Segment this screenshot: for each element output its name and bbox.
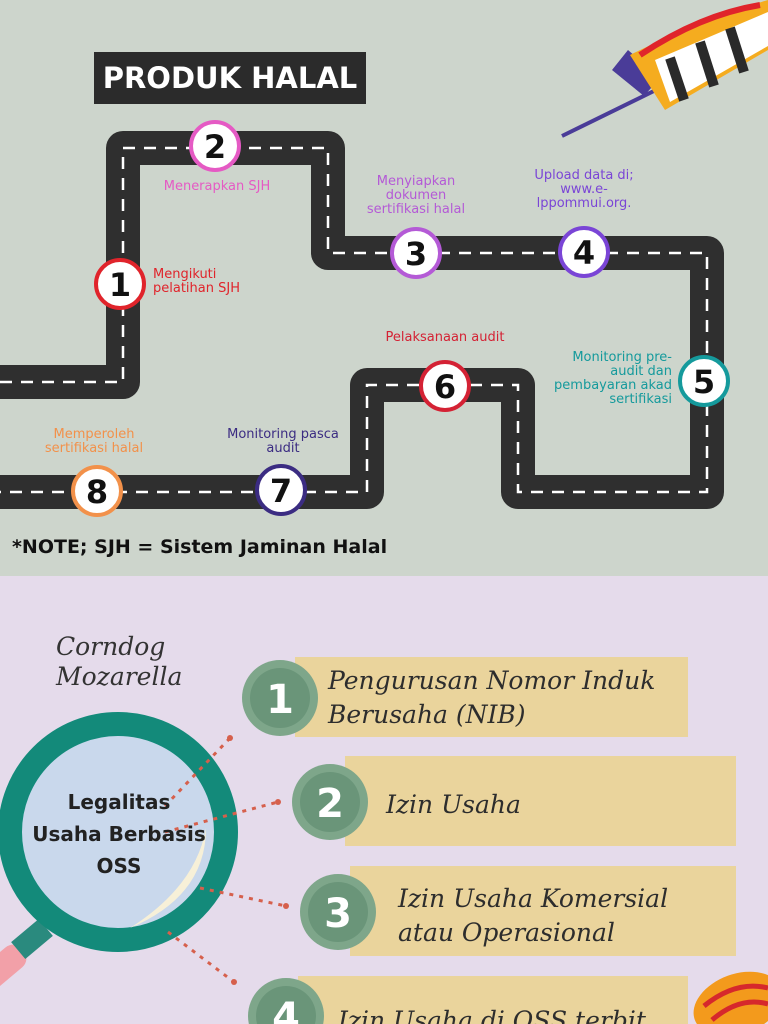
- svg-text:2: 2: [316, 781, 344, 827]
- legal-item-1-text: Pengurusan Nomor Induk Berusaha (NIB): [328, 666, 656, 729]
- step-markers: 1 2 3 4 5 6 7 8: [71, 120, 730, 517]
- legal-item-3-banner: [350, 866, 736, 956]
- legal-number-badges: 1 2 3 4: [242, 660, 768, 1024]
- step-marker-6: 6: [419, 360, 471, 412]
- legal-center-label: Legalitas Usaha Berbasis OSS: [32, 790, 206, 878]
- step-label-5: Monitoring pre-audit dan pembayaran akad…: [554, 350, 672, 407]
- step-label-2: Menerapkan SJH: [163, 179, 271, 194]
- svg-text:4: 4: [272, 995, 300, 1024]
- step-marker-5: 5: [678, 355, 730, 407]
- svg-text:5: 5: [693, 363, 715, 401]
- corndog-illustration: [561, 0, 768, 138]
- corndog-decoration-icon: [693, 971, 768, 1024]
- connector-lines: [163, 735, 289, 985]
- legal-item-4-banner: [298, 976, 688, 1024]
- svg-text:1: 1: [266, 677, 294, 723]
- step-label-6: Pelaksanaan audit: [385, 330, 505, 345]
- legal-item-1-banner: [295, 657, 688, 737]
- step-label-8: Memperoleh sertifikasi halal: [44, 427, 144, 456]
- svg-text:7: 7: [270, 472, 292, 510]
- step-label-7: Monitoring pasca audit: [227, 427, 339, 456]
- step-marker-2: 2: [189, 120, 241, 172]
- svg-text:2: 2: [204, 128, 226, 166]
- svg-text:8: 8: [86, 473, 108, 511]
- legal-item-4-text: Izin Usaha di OSS terbit: [338, 1006, 646, 1024]
- svg-text:4: 4: [573, 234, 595, 272]
- step-marker-1: 1: [94, 258, 146, 310]
- legal-item-2-banner: [345, 756, 736, 846]
- halal-process-panel: PRODUK HALAL 1 2 3 4 5 6 7 8 Mengikuti p…: [0, 0, 768, 576]
- legal-item-3-text: Izin Usaha Komersial atau Operasional: [398, 884, 669, 947]
- step-marker-8: 8: [71, 465, 123, 517]
- legal-item-2-text: Izin Usaha: [386, 790, 521, 819]
- page-title: PRODUK HALAL: [94, 52, 366, 104]
- legal-badge-4: 4: [248, 978, 324, 1024]
- step-label-4: Upload data di; www.e-lppommui.org.: [534, 168, 634, 211]
- svg-text:3: 3: [324, 891, 352, 937]
- step-marker-4: 4: [558, 226, 610, 278]
- legal-badge-1: 1: [242, 660, 318, 736]
- svg-text:1: 1: [109, 266, 131, 304]
- magnifier-icon: [0, 712, 238, 994]
- step-label-1: Mengikuti pelatihan SJH: [153, 267, 240, 296]
- legal-badge-3: 3: [300, 874, 376, 950]
- step-marker-3: 3: [390, 227, 442, 279]
- legal-badge-2: 2: [292, 764, 368, 840]
- legal-panel: 1 2 3 4 Pengurusan Nomor Induk Berusaha …: [0, 576, 768, 1024]
- step-label-3: Menyiapkan dokumen sertifikasi halal: [366, 174, 466, 217]
- step-marker-7: 7: [255, 464, 307, 516]
- legal-illustration: [0, 712, 289, 994]
- note-text: *NOTE; SJH = Sistem Jaminan Halal: [12, 536, 388, 558]
- product-name: Corndog Mozarella: [56, 632, 183, 691]
- svg-text:6: 6: [434, 368, 456, 406]
- svg-text:3: 3: [405, 235, 427, 273]
